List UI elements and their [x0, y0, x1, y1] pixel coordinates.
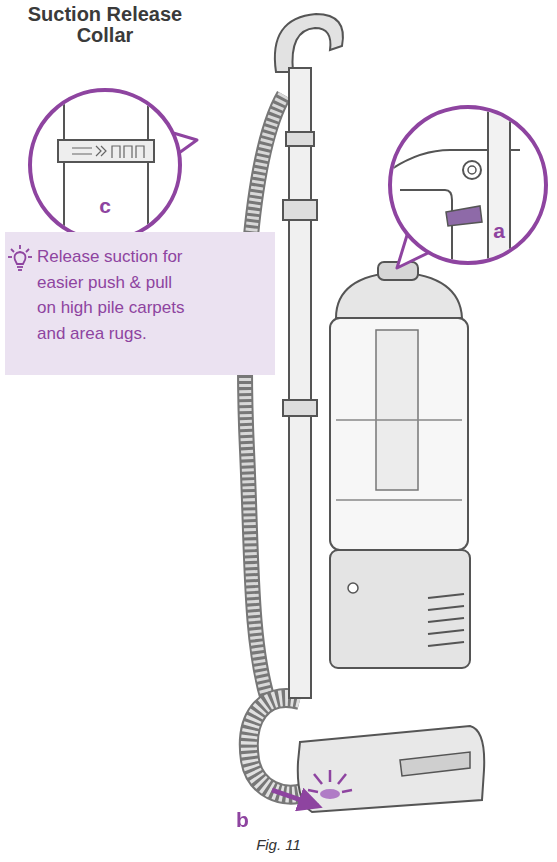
callout-ring — [30, 90, 180, 240]
dirt-cup — [330, 318, 468, 550]
brushroll-light — [308, 770, 352, 792]
handle — [275, 14, 343, 72]
hose — [245, 95, 284, 700]
cyclone — [376, 330, 418, 490]
tip-text: Release suction for easier push & pull o… — [37, 244, 187, 346]
callout-letter: b — [236, 808, 249, 832]
callout-outline — [30, 90, 180, 240]
motor-base — [330, 550, 470, 668]
pointer-arrow — [272, 790, 318, 806]
callout-letter: a — [486, 219, 512, 242]
collar — [286, 132, 314, 146]
callout-ground — [30, 90, 180, 240]
clip — [283, 200, 317, 220]
collar-detail — [58, 85, 154, 250]
callout-ground — [390, 107, 546, 263]
clip — [283, 400, 317, 416]
figure-caption: Fig. 11 — [0, 836, 557, 853]
callout-circle: a — [390, 107, 546, 263]
wand — [289, 68, 311, 698]
callout-heading: Suction Release Collar — [25, 4, 185, 46]
lower-hose-ribs — [249, 698, 305, 795]
callout-letter: c — [92, 194, 118, 217]
callout-outline — [390, 107, 546, 263]
hose-ribs — [245, 95, 284, 700]
callout-ring — [390, 107, 546, 263]
callout-circle: Suction Release Collarc — [30, 90, 180, 240]
tip-bulb-icon — [8, 244, 32, 274]
lower-hose — [249, 698, 305, 795]
floor-nozzle — [298, 726, 484, 812]
tip-box: Release suction for easier push & pull o… — [5, 232, 275, 375]
